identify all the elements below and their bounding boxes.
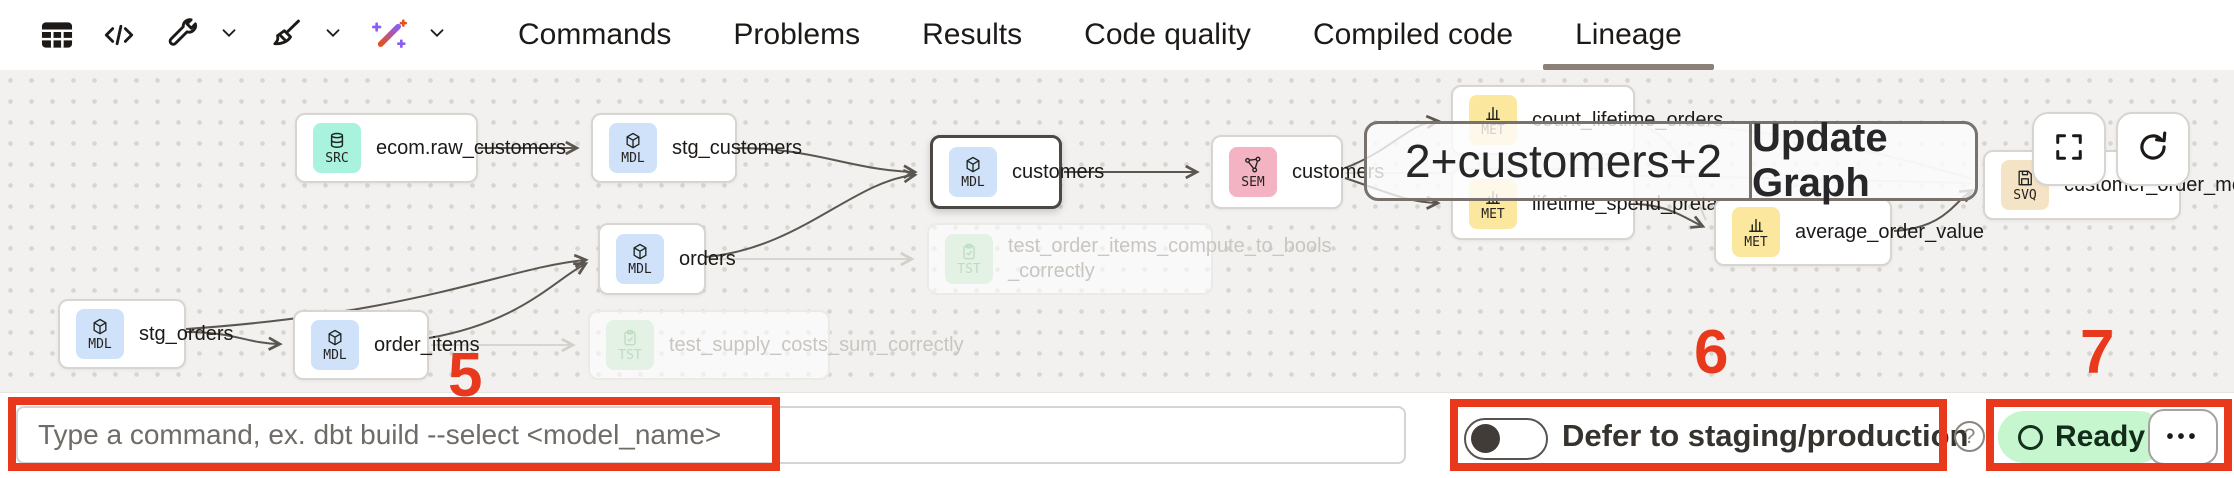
status-circle-icon <box>2018 424 2043 450</box>
node-ecom-raw-customers[interactable]: SRC ecom.raw_customers <box>295 113 566 183</box>
cube-icon <box>633 243 647 260</box>
lineage-graph-canvas[interactable]: SRC ecom.raw_customers MDL stg_customers… <box>0 70 2234 392</box>
node-test-order-items[interactable]: TST test_order_items_compute_to_bools _c… <box>927 223 1332 295</box>
cube-icon <box>328 329 342 346</box>
code-view-button[interactable] <box>88 7 150 63</box>
node-stg-customers[interactable]: MDL stg_customers <box>591 113 802 183</box>
format-button[interactable] <box>254 7 316 63</box>
wrench-icon <box>162 16 200 54</box>
format-dropdown[interactable] <box>316 7 350 63</box>
more-options-button[interactable]: ••• <box>2148 409 2218 465</box>
refresh-icon <box>2134 128 2172 171</box>
semantic-graph-icon <box>1245 156 1261 173</box>
defer-toggle[interactable] <box>1464 418 1548 460</box>
lineage-selector-input[interactable]: 2+customers+2 <box>1405 135 1723 187</box>
metric-badge: MET <box>1732 207 1780 257</box>
node-order-items[interactable]: MDL order_items <box>293 310 480 380</box>
tab-problems[interactable]: Problems <box>733 18 861 51</box>
saved-query-badge: SVQ <box>2001 160 2049 210</box>
fullscreen-button[interactable] <box>2032 112 2106 186</box>
model-badge: MDL <box>311 320 359 370</box>
help-icon[interactable]: ? <box>1954 421 1985 452</box>
lineage-selector-panel: 2+customers+2 Update Graph <box>1364 116 1978 205</box>
cube-icon <box>966 156 980 173</box>
node-test-supply-costs[interactable]: TST test_supply_costs_sum_correctly <box>588 310 964 380</box>
test-badge: TST <box>945 234 993 284</box>
tab-lineage[interactable]: Lineage <box>1543 0 1714 70</box>
tab-commands[interactable]: Commands <box>518 18 672 51</box>
clipboard-check-icon <box>963 243 975 260</box>
broom-icon <box>266 16 304 54</box>
model-badge: MDL <box>76 309 124 359</box>
node-stg-orders[interactable]: MDL stg_orders <box>58 299 234 369</box>
node-customers-model[interactable]: MDL customers <box>930 135 1104 209</box>
command-input[interactable] <box>16 406 1406 464</box>
test-badge: TST <box>606 320 654 370</box>
tab-results[interactable]: Results <box>922 18 1023 51</box>
node-customers-semantic[interactable]: SEM customers <box>1211 135 1384 209</box>
refresh-button[interactable] <box>2116 112 2190 186</box>
build-tools-button[interactable] <box>150 7 212 63</box>
status-badge[interactable]: Ready <box>1998 411 2166 463</box>
bar-chart-icon <box>1749 218 1763 232</box>
build-tools-dropdown[interactable] <box>212 7 246 63</box>
bar-chart-icon <box>1486 106 1500 120</box>
editor-toolbar <box>0 7 462 63</box>
source-badge: SRC <box>313 123 361 173</box>
semantic-badge: SEM <box>1229 147 1277 197</box>
cube-icon <box>93 318 107 335</box>
code-icon <box>100 16 138 54</box>
database-icon <box>330 132 344 148</box>
clipboard-check-icon <box>624 329 636 346</box>
model-badge: MDL <box>609 123 657 173</box>
command-bar: Defer to staging/production ? Ready ••• <box>0 392 2234 478</box>
model-badge: MDL <box>949 147 997 197</box>
tab-code-quality[interactable]: Code quality <box>1084 18 1251 51</box>
panel-tabs: Commands Problems Results Code quality C… <box>518 0 1714 70</box>
model-badge: MDL <box>616 234 664 284</box>
toggle-knob <box>1471 424 1500 453</box>
status-label: Ready <box>2055 420 2146 453</box>
node-average-order-value[interactable]: MET average_order_value <box>1714 198 1984 266</box>
chevron-down-icon <box>426 22 448 49</box>
chevron-down-icon <box>322 22 344 49</box>
node-orders[interactable]: MDL orders <box>598 223 736 295</box>
magic-wand-icon <box>369 15 409 55</box>
defer-toggle-label: Defer to staging/production <box>1562 418 1969 453</box>
floppy-disk-icon <box>2018 170 2032 186</box>
chevron-down-icon <box>218 22 240 49</box>
update-graph-button[interactable]: Update Graph <box>1749 116 1975 205</box>
table-icon <box>38 16 76 54</box>
fullscreen-icon <box>2051 129 2087 170</box>
top-toolbar: Commands Problems Results Code quality C… <box>0 0 2234 70</box>
table-preview-button[interactable] <box>26 7 88 63</box>
ai-assist-button[interactable] <box>358 7 420 63</box>
cube-icon <box>626 132 640 149</box>
ai-assist-dropdown[interactable] <box>420 7 454 63</box>
tab-compiled-code[interactable]: Compiled code <box>1312 18 1514 51</box>
